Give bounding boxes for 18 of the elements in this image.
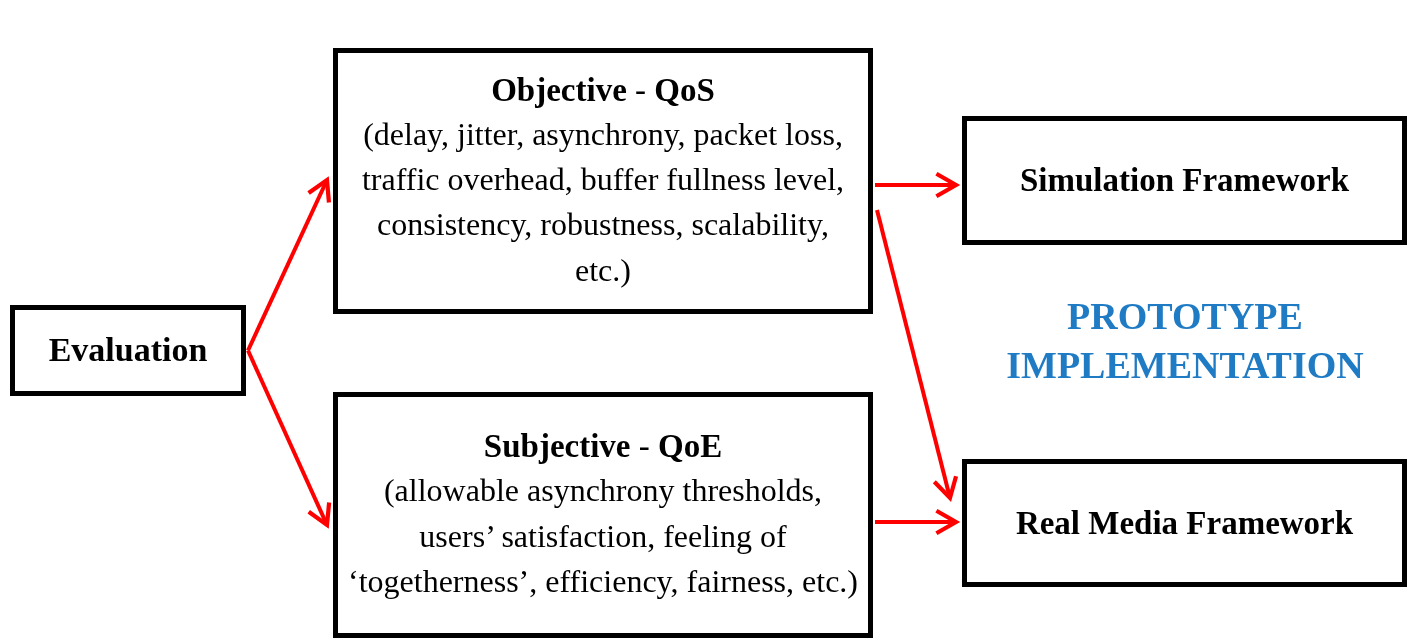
box-heading: Subjective - QoE: [483, 427, 723, 467]
arrow: [875, 209, 959, 501]
box-description: (allowable asynchrony thresholds, users’ satisfaction, feeling of ‘togetherness’, efficiency, fairness, etc.): [347, 471, 859, 602]
box-heading: Objective - QoS: [491, 70, 715, 110]
box-heading: Evaluation: [48, 330, 208, 371]
box-description: (delay, jitter, asynchrony, packet loss, traffic overhead, buffer fullness level, consistency, robustness, scalability, etc.): [360, 114, 846, 290]
process-box: [333, 48, 873, 314]
arrow: [875, 171, 959, 199]
process-box: [962, 459, 1407, 587]
box-heading: Real Media Framework: [1015, 503, 1354, 543]
process-box: [962, 116, 1407, 245]
process-box: [333, 392, 873, 638]
box-heading: Simulation Framework: [1019, 161, 1350, 201]
arrow: [246, 349, 332, 528]
process-box: [10, 305, 246, 396]
arrow: [246, 177, 331, 352]
section-label: PROTOTYPE IMPLEMENTATION: [1005, 294, 1365, 389]
arrow: [875, 508, 959, 536]
